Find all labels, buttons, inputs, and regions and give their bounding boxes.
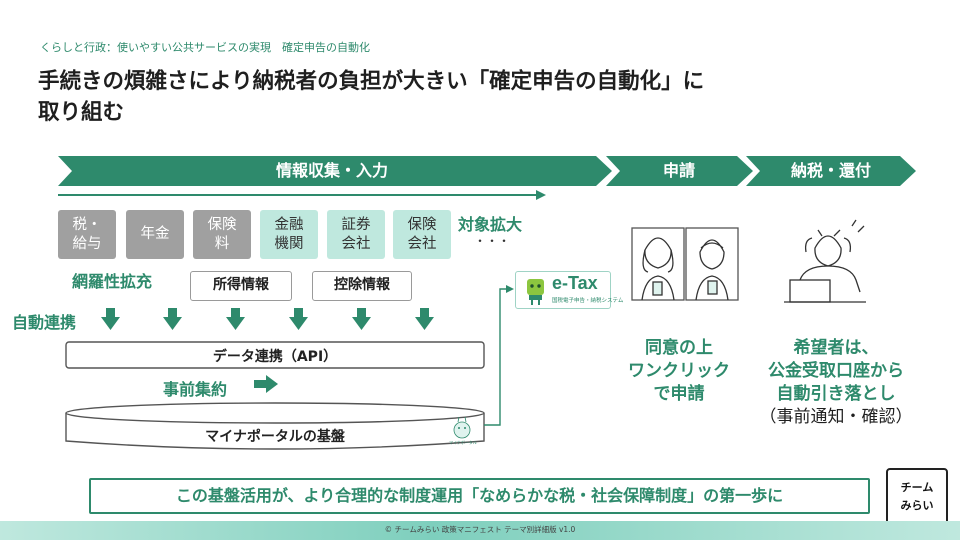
- down-arrow-icon: [415, 308, 434, 330]
- expand-arrow: [58, 190, 546, 200]
- api-bar-label: データ連携（API）: [212, 349, 338, 365]
- apply-description: 同意の上 ワンクリック で申請: [604, 337, 754, 406]
- api-bar-shape: [65, 341, 485, 369]
- category-box-tax-salary: 税・給与: [58, 210, 116, 259]
- mynaportal-caption: マイナポータル: [449, 440, 477, 445]
- category-line: 税・: [72, 216, 102, 233]
- category-line: 機関: [274, 235, 304, 252]
- category-box-insurance-company: 保険会社: [393, 210, 451, 259]
- breadcrumb: くらしと行政：使いやすい公共サービスの実現 確定申告の自動化: [40, 41, 370, 54]
- down-arrow-icon: [101, 308, 120, 330]
- coverage-label: 網羅性拡充: [72, 272, 153, 291]
- auto-link-arrows: [101, 308, 434, 330]
- down-arrow-icon: [226, 308, 245, 330]
- category-line: 会社: [407, 235, 437, 252]
- payment-line: 自動引き落とし: [776, 384, 896, 404]
- phase-label-payment: 納税・還付: [790, 161, 871, 180]
- phase-chevron-apply: [606, 156, 753, 186]
- down-arrow-icon: [289, 308, 308, 330]
- relieved-person-laptop-illustration: [784, 219, 866, 303]
- phase-chevron-collect: [58, 156, 612, 186]
- logo-line: チーム: [900, 481, 934, 494]
- logo-line: みらい: [900, 499, 934, 512]
- category-line: 保険: [407, 216, 437, 233]
- expand-label: 対象拡大: [458, 215, 523, 234]
- page-title: 手続きの煩雑さにより納税者の負担が大きい「確定申告の自動化」に 取り組む: [38, 66, 918, 128]
- right-arrow-icon: [254, 375, 278, 393]
- apply-line: 同意の上: [645, 338, 713, 358]
- mynaportal-mascot-icon: [453, 416, 471, 439]
- footer-copyright: © チームみらい 政策マニフェスト テーマ別詳細版 v1.0: [384, 525, 576, 534]
- etax-connector: [484, 285, 514, 426]
- title-line-2: 取り組む: [38, 100, 125, 125]
- payment-note: （事前通知・確認）: [759, 407, 913, 427]
- category-box-securities-company: 証券会社: [327, 210, 385, 259]
- category-line: 保険: [207, 216, 237, 233]
- category-box-financial-institution: 金融機関: [260, 210, 318, 259]
- pre-aggregate-label: 事前集約: [163, 380, 228, 399]
- auto-link-label: 自動連携: [12, 313, 77, 332]
- footer-bar: [0, 521, 960, 540]
- phase-label-apply: 申請: [662, 161, 695, 180]
- phase-chevron-payment: [746, 156, 916, 186]
- etax-name: e-Tax: [552, 273, 598, 293]
- category-line: 年金: [140, 226, 170, 242]
- deduction-info-note: 控除情報: [312, 271, 412, 301]
- category-line: 給与: [72, 235, 102, 252]
- base-label: マイナポータルの基盤: [205, 429, 345, 445]
- down-arrow-icon: [352, 308, 371, 330]
- etax-subtitle: 国税電子申告・納税システム: [552, 298, 624, 304]
- apply-line: ワンクリック: [628, 361, 730, 381]
- apply-line: で申請: [653, 384, 705, 404]
- category-line: 金融: [274, 216, 304, 233]
- payment-line: 希望者は、: [793, 338, 879, 358]
- payment-line: 公金受取口座から: [768, 361, 904, 381]
- category-line: 会社: [341, 235, 371, 252]
- etax-logo: e-Tax 国税電子申告・納税システム: [515, 271, 623, 309]
- phase-label-collect: 情報収集・入力: [275, 161, 388, 180]
- category-line: 証券: [341, 216, 371, 233]
- base-cylinder: [65, 402, 485, 450]
- title-line-1: 手続きの煩雑さにより納税者の負担が大きい「確定申告の自動化」に: [38, 69, 705, 94]
- team-mirai-logo: チーム みらい: [886, 468, 948, 526]
- payment-description: 希望者は、 公金受取口座から 自動引き落とし （事前通知・確認）: [746, 337, 926, 429]
- category-box-pension: 年金: [126, 210, 184, 259]
- conclusion-banner: この基盤活用が、より合理的な制度運用「なめらかな税・社会保障制度」の第一歩に: [89, 478, 870, 514]
- category-box-insurance-premium: 保険料: [193, 210, 251, 259]
- income-info-note: 所得情報: [190, 271, 292, 301]
- category-line: 料: [214, 235, 230, 252]
- down-arrow-icon: [163, 308, 182, 330]
- expand-dots: ・・・: [474, 234, 511, 248]
- people-smartphone-illustration: [631, 227, 739, 301]
- etax-mascot-icon: [527, 279, 544, 305]
